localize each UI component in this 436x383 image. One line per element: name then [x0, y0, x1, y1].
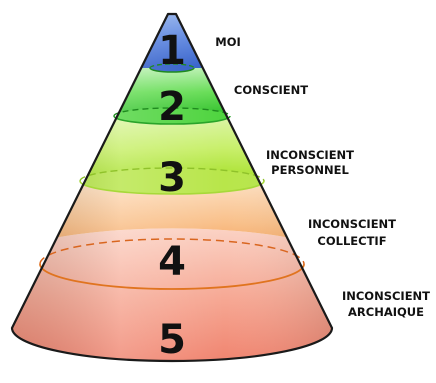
level-2-label: CONSCIENT: [234, 83, 308, 97]
level-1-number: 1: [158, 28, 186, 74]
level-4-label-line-2: COLLECTIF: [317, 234, 386, 248]
level-3-label-line-2: PERSONNEL: [271, 163, 349, 177]
cone-outline: [10, 12, 334, 363]
level-4-label-line-1: INCONSCIENT: [308, 217, 396, 231]
level-5-number: 5: [158, 317, 186, 363]
level-1-label: MOI: [215, 35, 241, 49]
level-2-number: 2: [158, 84, 186, 130]
level-4-number: 4: [158, 239, 186, 285]
level-3-label-line-1: INCONSCIENT: [266, 148, 354, 162]
band-separators: [39, 63, 305, 290]
level-5-label-line-1: INCONSCIENT: [342, 289, 430, 303]
level-3-number: 3: [158, 155, 186, 201]
level-5-label-line-2: ARCHAIQUE: [348, 305, 424, 319]
